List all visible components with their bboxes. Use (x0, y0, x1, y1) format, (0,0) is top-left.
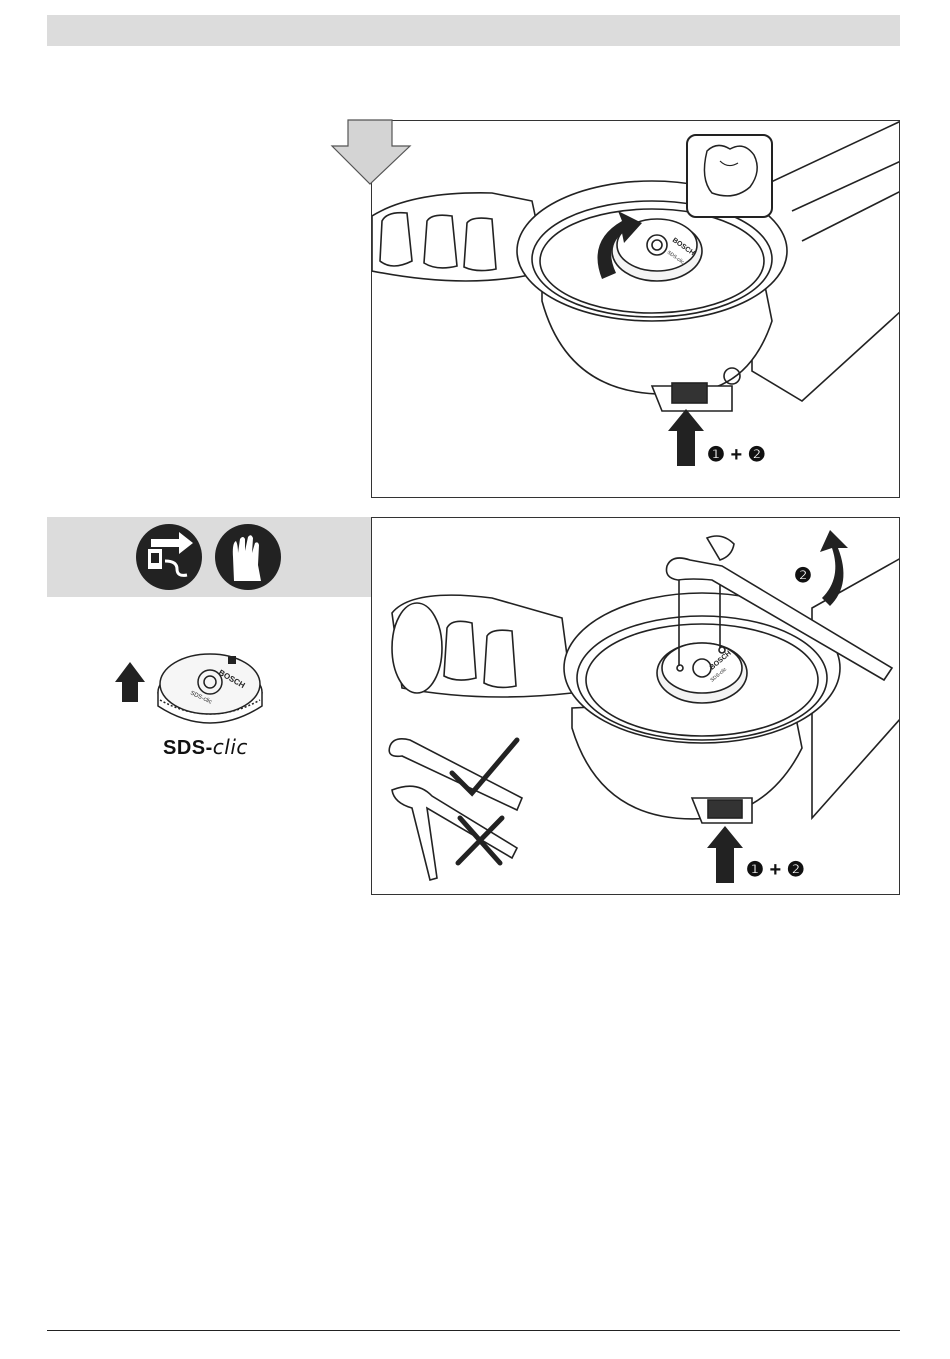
header-bar (47, 15, 900, 46)
sds-label-suffix: clic (213, 735, 248, 759)
angle-grinder-wrench-illustration: BOSCH SDS-clic ❷ ❶ + ❷ (372, 518, 900, 895)
sds-clic-label: SDS-clic (163, 735, 248, 760)
step-label: ❶ + ❷ (746, 859, 805, 881)
illustration-panel-wrench-loosen: BOSCH SDS-clic ❷ ❶ + ❷ (371, 517, 900, 895)
unplug-icon (136, 524, 202, 590)
arrow-up-icon (115, 662, 145, 702)
sds-label-prefix: SDS- (163, 737, 213, 759)
angle-grinder-hand-illustration: BOSCH SDS-clic ❶ + ❷ (372, 121, 900, 498)
arrow-down-icon (330, 118, 412, 191)
illustration-panel-hand-loosen: BOSCH SDS-clic ❶ + ❷ (371, 120, 900, 498)
gloves-icon (215, 524, 281, 590)
sds-clic-nut-graphic: BOSCH SDS-clic (110, 640, 270, 735)
safety-icons-bar (47, 517, 371, 597)
arrow-up-icon (707, 826, 743, 883)
step-label: ❶ + ❷ (707, 444, 766, 466)
rotate-step-label: ❷ (794, 565, 812, 587)
arrow-up-icon (668, 409, 704, 466)
hand-inset-icon (687, 135, 772, 217)
footer-rule (47, 1330, 900, 1331)
